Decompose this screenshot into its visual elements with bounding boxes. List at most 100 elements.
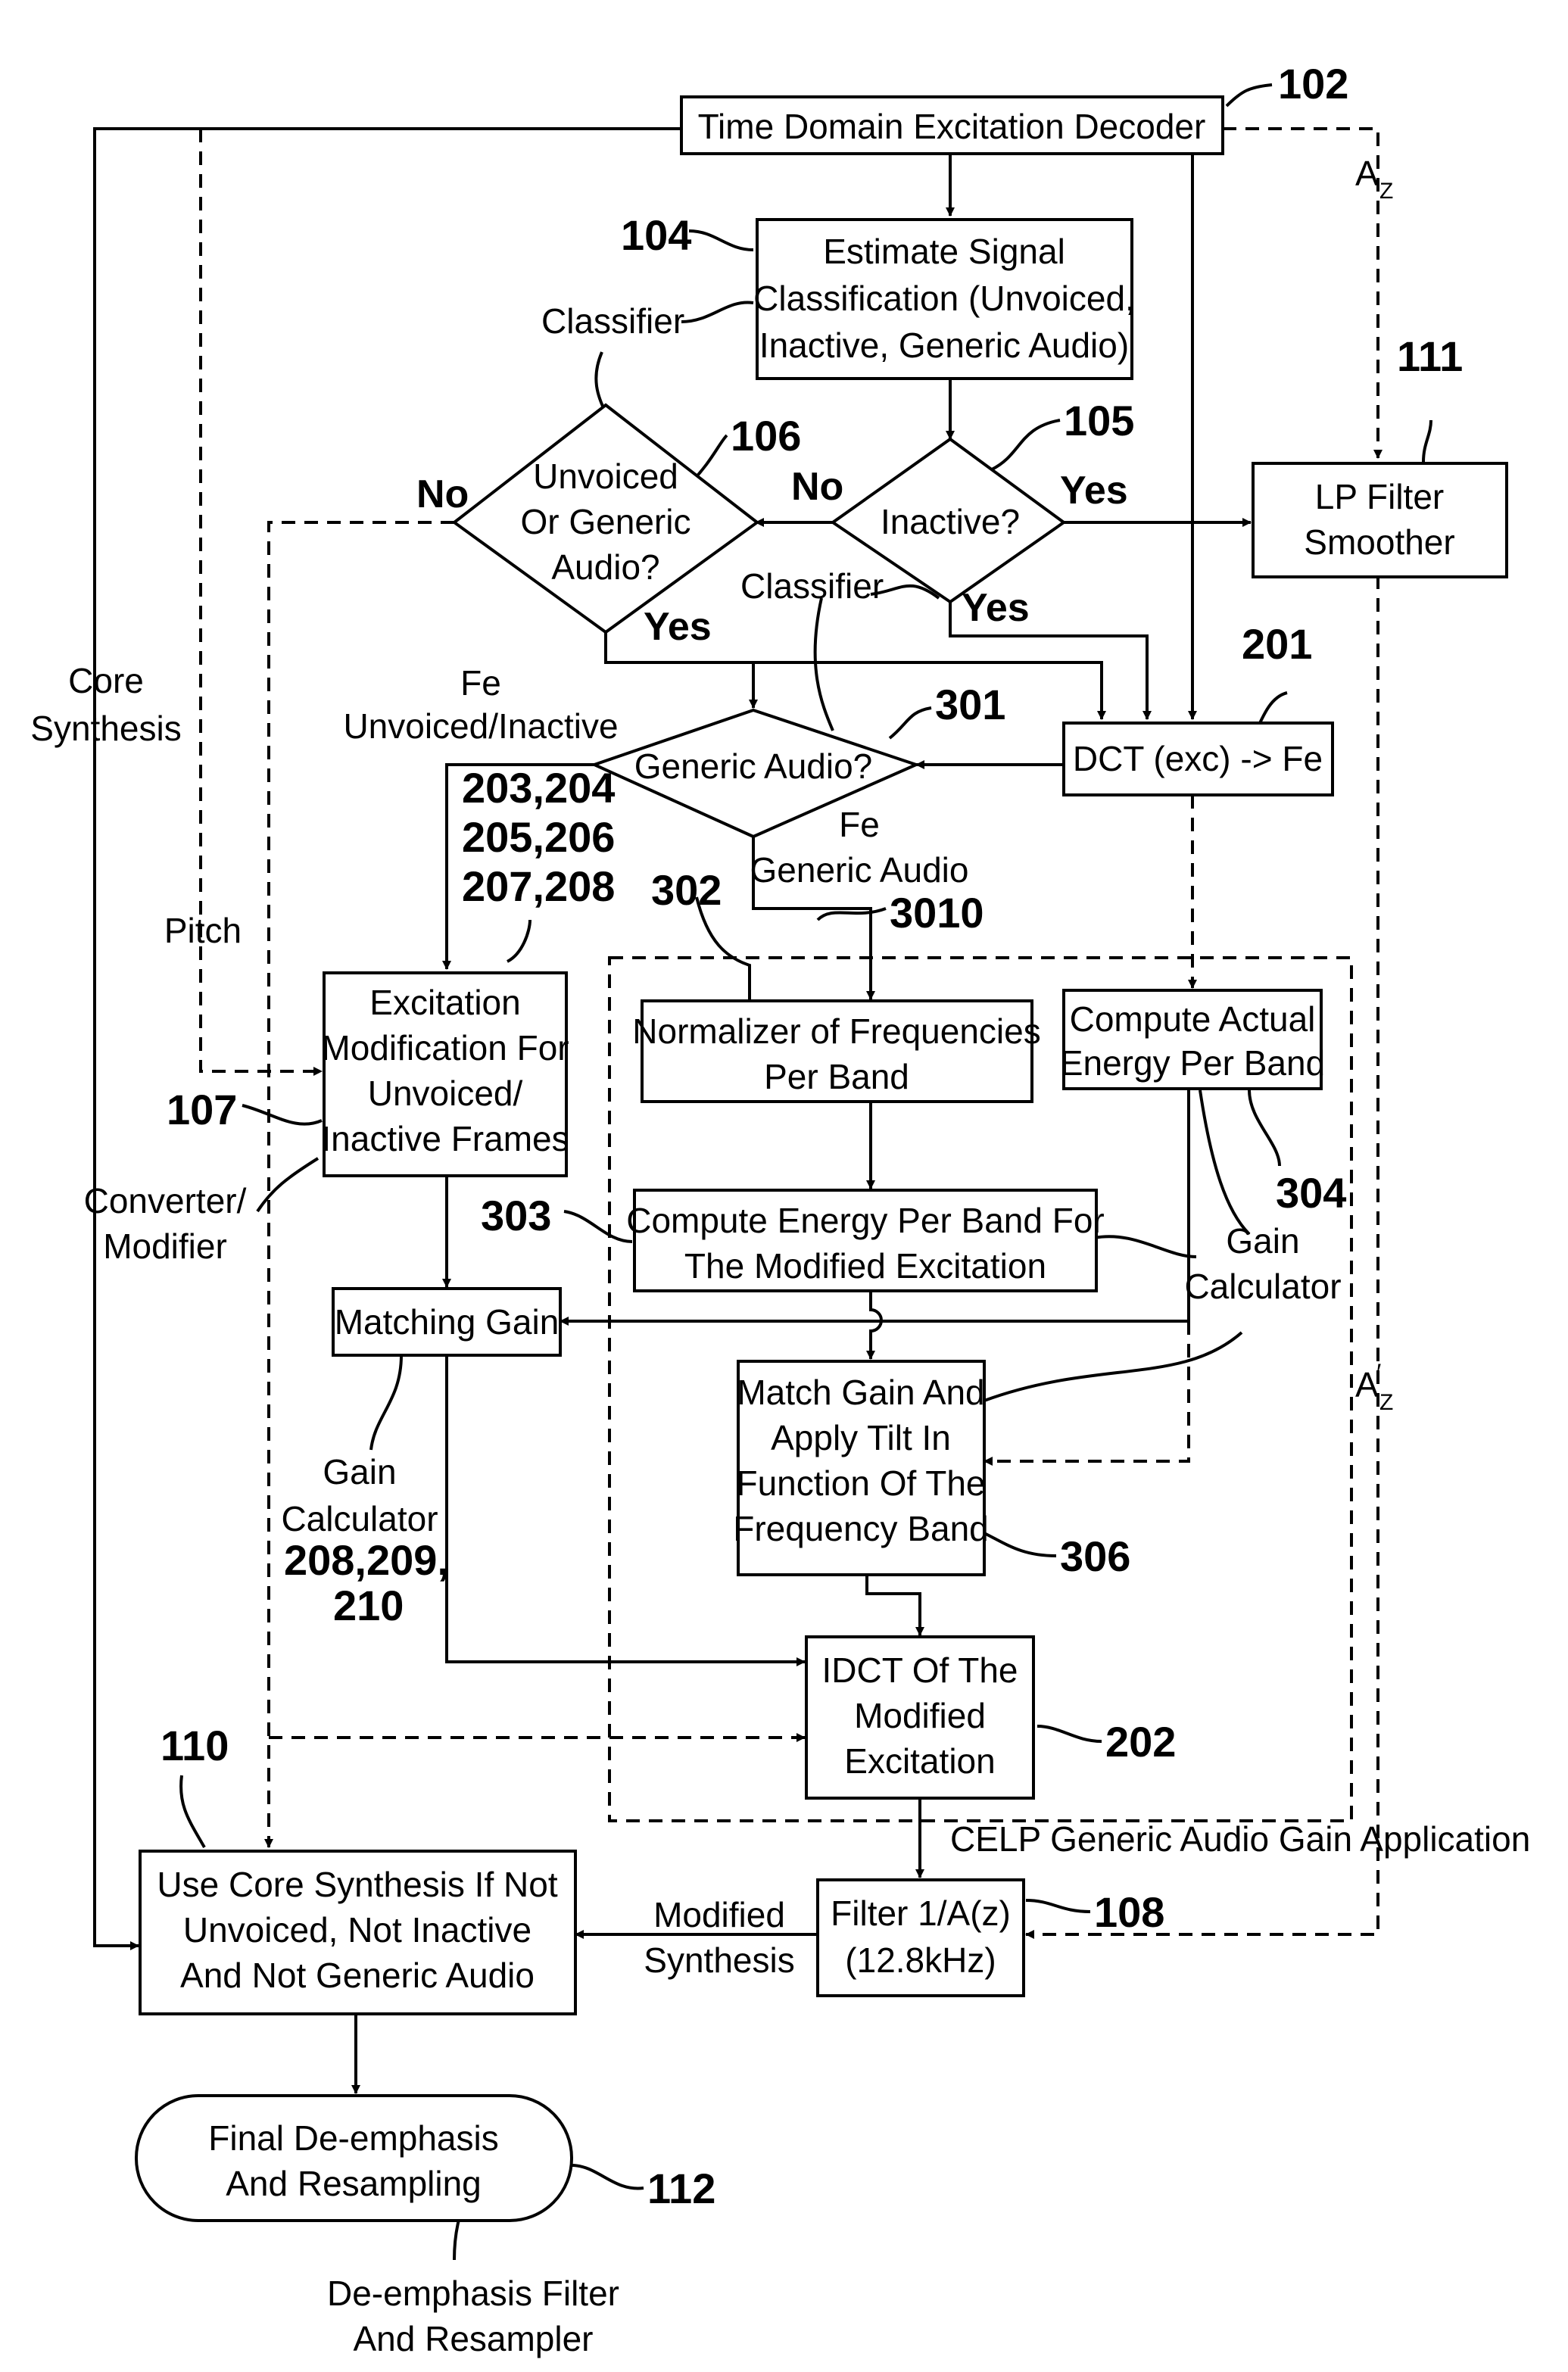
lp-filter-label-1: LP Filter: [1315, 477, 1444, 516]
leader-classifier1: [681, 302, 753, 322]
ref-111: 111: [1397, 332, 1463, 380]
generic-label: Generic Audio?: [634, 747, 873, 786]
arrow-compute-match: [871, 1291, 881, 1359]
ref-102: 102: [1278, 60, 1348, 108]
ref-112: 112: [647, 2165, 715, 2212]
classifier-label-1: Classifier: [541, 301, 684, 341]
fe-generic-label-2: Generic Audio: [750, 850, 969, 890]
leader-111: [1423, 420, 1431, 462]
ref-107: 107: [167, 1086, 237, 1133]
final-label-2: And Resampling: [226, 2164, 482, 2203]
leader-110: [181, 1775, 204, 1847]
leader-3010: [818, 909, 886, 920]
idct-box: IDCT Of The Modified Excitation: [806, 1637, 1033, 1798]
filter-label-1: Filter 1/A(z): [831, 1894, 1011, 1933]
core-use-label-1: Use Core Synthesis If Not: [157, 1865, 557, 1904]
excitation-label-2: Modification For: [321, 1028, 569, 1068]
leader-gaincalc-right2: [984, 1332, 1242, 1401]
ref-106: 106: [731, 412, 801, 460]
leader-104: [689, 231, 753, 250]
final-box: Final De-emphasis And Resampling: [136, 2096, 572, 2221]
matching-gain-label: Matching Gain: [335, 1302, 560, 1342]
ref-104: 104: [621, 211, 691, 259]
leader-306: [984, 1533, 1056, 1556]
ref-110: 110: [161, 1722, 229, 1769]
ref-306: 306: [1060, 1532, 1130, 1580]
ref-207-208: 207,208: [462, 862, 615, 910]
leader-classifier2-generic: [815, 598, 833, 731]
normalizer-box: Normalizer of Frequencies Per Band: [632, 1001, 1040, 1102]
core-synthesis-label-1: Core: [68, 661, 144, 700]
yes-label-unvoiced: Yes: [644, 605, 712, 649]
az-subscript: Z: [1379, 179, 1393, 204]
deemph-label-1: De-emphasis Filter: [327, 2274, 619, 2313]
converter-label-2: Modifier: [103, 1227, 227, 1266]
compute-actual-box: Compute Actual Energy Per Band: [1060, 990, 1325, 1089]
gain-calc-left-label-2: Calculator: [281, 1499, 438, 1538]
compute-modified-label-1: Compute Energy Per Band For: [626, 1201, 1105, 1240]
excitation-label-3: Unvoiced/: [368, 1074, 523, 1113]
decoder-label: Time Domain Excitation Decoder: [698, 107, 1206, 146]
lp-filter-box: LP Filter Smoother: [1253, 463, 1507, 577]
unvoiced-label-1: Unvoiced: [533, 457, 678, 496]
no-label-unvoiced: No: [416, 472, 469, 516]
filter-box: Filter 1/A(z) (12.8kHz): [818, 1880, 1024, 1996]
leader-303: [564, 1211, 632, 1242]
estimate-box: Estimate Signal Classification (Unvoiced…: [753, 220, 1135, 379]
core-use-box: Use Core Synthesis If Not Unvoiced, Not …: [140, 1851, 575, 2014]
estimate-label-1: Estimate Signal: [823, 232, 1065, 271]
gain-calc-left-label-1: Gain: [323, 1452, 396, 1491]
ref-203-204: 203,204: [462, 764, 615, 812]
unvoiced-label-3: Audio?: [551, 547, 659, 587]
leader-108: [1026, 1900, 1090, 1912]
deemph-label-2: And Resampler: [353, 2319, 593, 2358]
leader-207: [507, 920, 530, 962]
fe-unvoiced-label-2: Unvoiced/Inactive: [343, 706, 618, 746]
ref-210: 210: [333, 1582, 404, 1629]
ref-205-206: 205,206: [462, 813, 615, 861]
decoder-box: Time Domain Excitation Decoder: [681, 97, 1223, 154]
compute-actual-label-2: Energy Per Band: [1060, 1043, 1325, 1083]
compute-actual-label-1: Compute Actual: [1070, 999, 1316, 1039]
yes-label-inactive-right: Yes: [1060, 469, 1128, 513]
ref-301: 301: [935, 681, 1005, 728]
leader-112: [572, 2165, 644, 2188]
modified-synthesis-label-2: Synthesis: [644, 1940, 794, 1980]
ref-201: 201: [1242, 620, 1312, 668]
idct-label-3: Excitation: [844, 1741, 995, 1781]
leader-107: [242, 1105, 322, 1124]
filter-label-2: (12.8kHz): [845, 1940, 996, 1980]
idct-label-1: IDCT Of The: [821, 1650, 1018, 1690]
ref-303: 303: [481, 1192, 551, 1239]
leader-304: [1249, 1090, 1280, 1166]
compute-modified-label-2: The Modified Excitation: [684, 1246, 1046, 1286]
lp-filter-label-2: Smoother: [1304, 522, 1454, 562]
modified-synthesis-label-1: Modified: [653, 1895, 785, 1934]
normalizer-label-1: Normalizer of Frequencies: [632, 1011, 1040, 1051]
azp-label: A: [1355, 1365, 1379, 1404]
azp-subscript: Z: [1379, 1390, 1393, 1415]
leader-classifier1-diamond: [596, 352, 606, 413]
match-tilt-label-3: Function Of The: [737, 1463, 986, 1503]
compute-modified-box: Compute Energy Per Band For The Modified…: [626, 1190, 1105, 1291]
fe-unvoiced-label-1: Fe: [460, 663, 501, 703]
no-label-inactive: No: [791, 465, 843, 509]
final-label-1: Final De-emphasis: [208, 2118, 498, 2158]
ref-304: 304: [1276, 1169, 1346, 1217]
unvoiced-diamond: Unvoiced Or Generic Audio?: [454, 405, 757, 632]
pitch-label: Pitch: [164, 911, 242, 950]
excitation-modification-box: Excitation Modification For Unvoiced/ In…: [321, 973, 569, 1176]
leader-gaincalc-left: [371, 1355, 401, 1450]
leader-102: [1227, 85, 1272, 106]
leader-105: [992, 420, 1060, 469]
match-tilt-label-4: Frequency Band: [733, 1509, 989, 1548]
matching-gain-box: Matching Gain: [333, 1289, 560, 1355]
match-tilt-label-2: Apply Tilt In: [771, 1418, 951, 1457]
ref-302: 302: [651, 866, 722, 914]
excitation-label-1: Excitation: [369, 983, 520, 1022]
leader-gaincalc-right: [1094, 1236, 1196, 1257]
core-synthesis-label-2: Synthesis: [30, 709, 181, 748]
inactive-label: Inactive?: [881, 502, 1020, 541]
match-tilt-box: Match Gain And Apply Tilt In Function Of…: [733, 1361, 989, 1575]
